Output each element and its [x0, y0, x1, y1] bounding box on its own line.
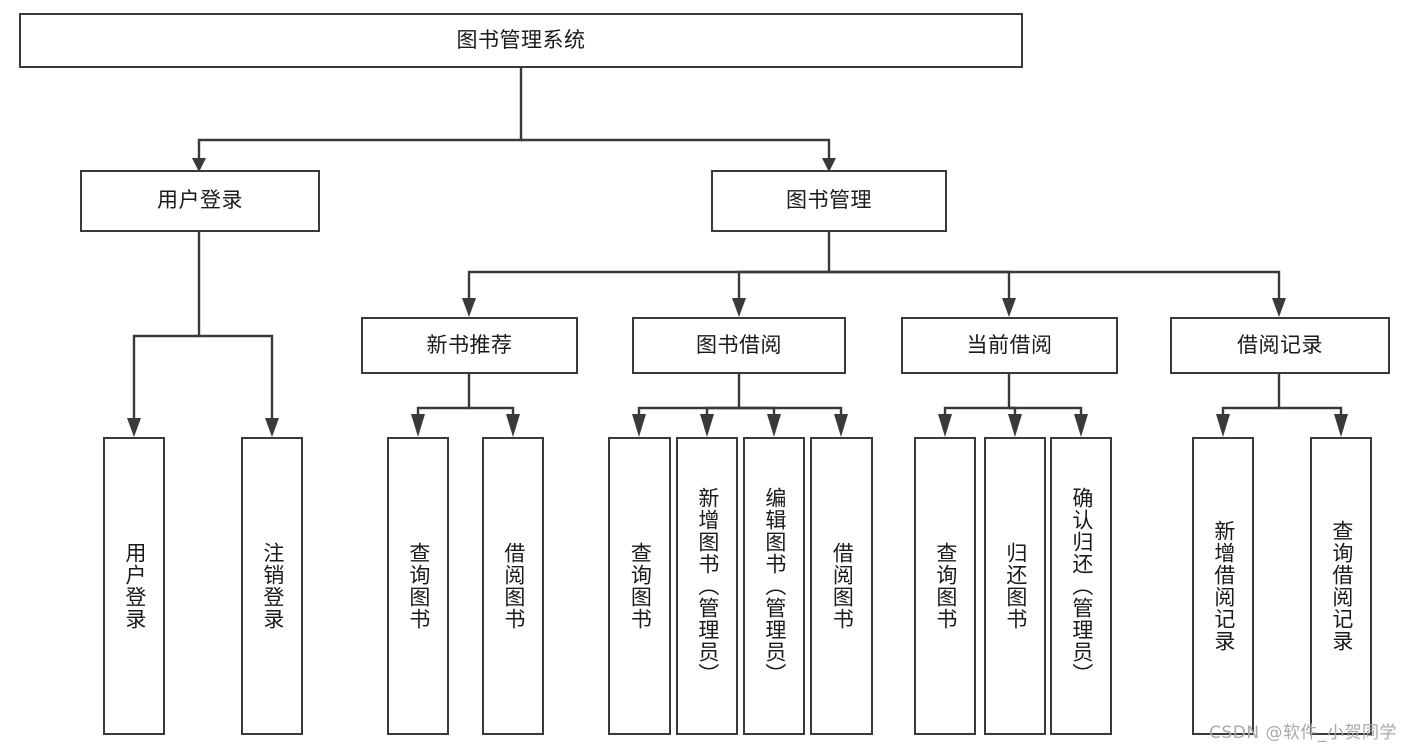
link-borrow-record-leaf-2 [1279, 406, 1343, 418]
node-borrow-record[interactable]: 借阅记录 [1170, 317, 1390, 374]
node-leaf-edit-book-label: 编辑图书（管理员） [762, 487, 787, 685]
node-leaf-query-record-label: 查询借阅记录 [1329, 520, 1354, 652]
link-book-borrow-leaf-2 [705, 406, 739, 418]
link-current-borrow-leaf-2 [1009, 406, 1017, 418]
node-leaf-query-book-3-label: 查询图书 [933, 542, 958, 630]
node-current-borrow[interactable]: 当前借阅 [901, 317, 1118, 374]
node-leaf-query-book-1-label: 查询图书 [406, 542, 431, 630]
node-leaf-borrow-book-2-label: 借阅图书 [830, 542, 855, 630]
node-user-login[interactable]: 用户登录 [80, 170, 320, 232]
arrow-current-borrow-leaf-2 [1008, 414, 1022, 437]
node-leaf-return-book-label: 归还图书 [1003, 542, 1028, 630]
link-current-borrow-leaf-3 [1009, 406, 1083, 418]
node-leaf-query-book-3[interactable]: 查询图书 [914, 437, 976, 735]
node-root-label: 图书管理系统 [456, 27, 586, 52]
arrow-new-book-leaf-1 [411, 414, 425, 437]
node-leaf-confirm-return-label: 确认归还（管理员） [1069, 487, 1094, 685]
node-book-borrow-label: 图书借阅 [696, 332, 782, 357]
link-new-book-leaf-2 [469, 406, 515, 418]
node-new-book-recommend-label: 新书推荐 [426, 332, 513, 357]
node-user-login-label: 用户登录 [157, 188, 243, 213]
node-leaf-add-book[interactable]: 新增图书（管理员） [676, 437, 738, 735]
link-current-borrow-leaf-1 [943, 374, 1011, 418]
link-root-to-book-manage [521, 138, 831, 158]
arrow-book-borrow-leaf-3 [767, 414, 781, 437]
node-leaf-borrow-book-1[interactable]: 借阅图书 [482, 437, 544, 735]
node-leaf-add-book-label: 新增图书（管理员） [695, 487, 720, 685]
node-new-book-recommend[interactable]: 新书推荐 [361, 317, 578, 374]
node-leaf-borrow-book-1-label: 借阅图书 [501, 542, 526, 630]
node-leaf-borrow-book-2[interactable]: 借阅图书 [810, 437, 873, 735]
link-borrow-record-leaf-1 [1221, 374, 1281, 418]
link-book-manage-to-book-borrow [737, 270, 829, 300]
node-book-borrow[interactable]: 图书借阅 [632, 317, 846, 374]
node-book-manage-label: 图书管理 [786, 188, 872, 213]
arrow-new-book-recommend [462, 298, 476, 317]
node-leaf-query-book-2[interactable]: 查询图书 [608, 437, 671, 735]
node-borrow-record-label: 借阅记录 [1237, 332, 1323, 357]
link-book-manage-to-new-book [467, 232, 831, 300]
link-book-borrow-leaf-3 [739, 406, 776, 418]
node-leaf-query-record[interactable]: 查询借阅记录 [1310, 437, 1372, 735]
node-leaf-user-logout[interactable]: 注销登录 [241, 437, 303, 735]
node-leaf-user-login-label: 用户登录 [122, 542, 147, 630]
node-leaf-query-book-1[interactable]: 查询图书 [387, 437, 449, 735]
link-user-login-to-leaf-1 [132, 232, 201, 421]
node-leaf-user-logout-label: 注销登录 [260, 542, 285, 630]
node-leaf-return-book[interactable]: 归还图书 [984, 437, 1046, 735]
arrow-new-book-leaf-2 [506, 414, 520, 437]
link-book-borrow-leaf-1 [637, 374, 741, 418]
csdn-watermark: CSDN @软件_小贺同学 [1209, 723, 1397, 743]
link-user-login-to-leaf-2 [199, 334, 274, 421]
node-root[interactable]: 图书管理系统 [19, 13, 1023, 68]
arrow-current-borrow-leaf-1 [938, 414, 952, 437]
arrow-book-borrow-leaf-4 [834, 414, 848, 437]
arrow-book-borrow-leaf-2 [700, 414, 714, 437]
node-leaf-confirm-return[interactable]: 确认归还（管理员） [1050, 437, 1112, 735]
arrow-book-borrow-leaf-1 [632, 414, 646, 437]
arrow-book-borrow [732, 298, 746, 317]
arrow-current-borrow [1002, 298, 1016, 317]
arrow-user-login-leaf-1 [127, 418, 141, 437]
link-new-book-leaf-1 [416, 374, 471, 418]
arrow-current-borrow-leaf-3 [1074, 414, 1088, 437]
arrow-borrow-record-leaf-1 [1216, 414, 1230, 437]
node-leaf-query-book-2-label: 查询图书 [628, 542, 653, 630]
link-book-manage-to-current-borrow [829, 270, 1011, 300]
node-leaf-add-record[interactable]: 新增借阅记录 [1192, 437, 1254, 735]
node-leaf-add-record-label: 新增借阅记录 [1211, 520, 1236, 652]
link-book-manage-to-borrow-record [829, 270, 1281, 300]
node-leaf-edit-book[interactable]: 编辑图书（管理员） [743, 437, 805, 735]
node-leaf-user-login[interactable]: 用户登录 [103, 437, 165, 735]
link-root-to-user-login [197, 68, 523, 158]
link-book-borrow-leaf-4 [739, 406, 843, 418]
node-book-manage[interactable]: 图书管理 [711, 170, 947, 232]
arrow-borrow-record [1272, 298, 1286, 317]
arrow-user-login-leaf-2 [265, 418, 279, 437]
node-current-borrow-label: 当前借阅 [966, 332, 1053, 357]
arrow-borrow-record-leaf-2 [1334, 414, 1348, 437]
